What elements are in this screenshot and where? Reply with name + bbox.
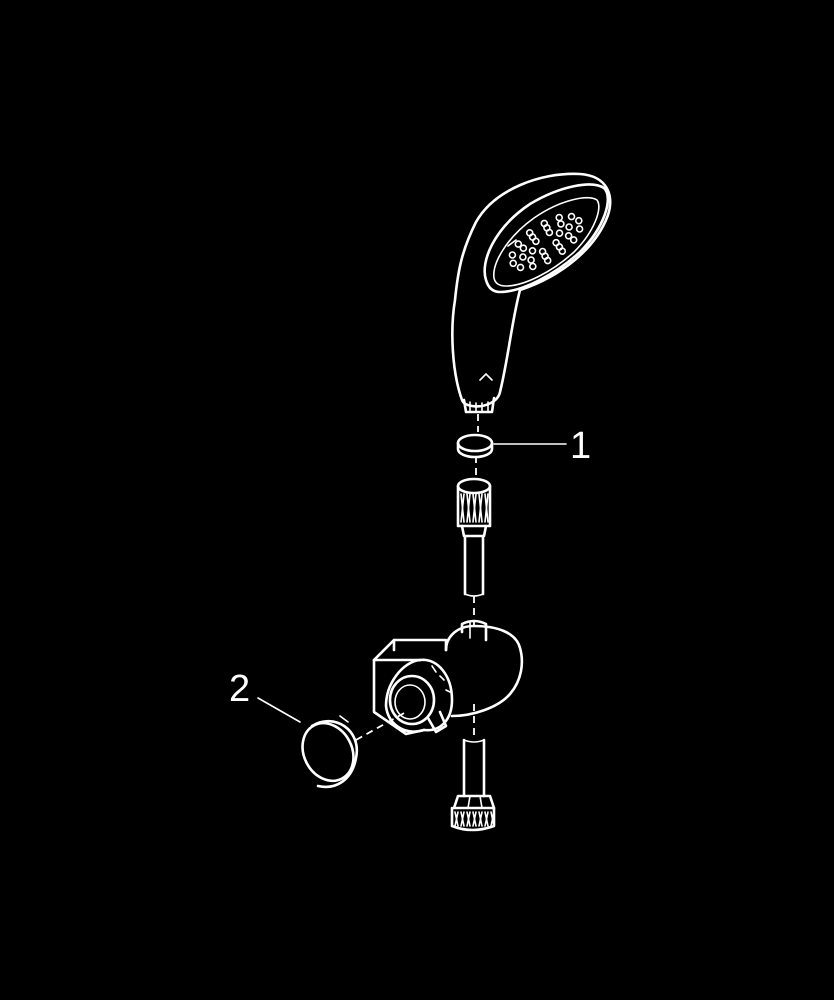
spray-nozzle <box>575 225 584 233</box>
callout-2-leader <box>257 697 301 723</box>
hose-upper <box>456 477 492 597</box>
knurl-line <box>460 493 465 523</box>
knurl-line <box>472 493 477 523</box>
knurl-line <box>466 811 471 827</box>
spray-nozzle <box>557 220 565 228</box>
spray-nozzle <box>567 212 576 221</box>
spray-nozzle <box>514 240 523 248</box>
knurl-line <box>490 811 495 827</box>
spray-nozzle <box>565 223 573 231</box>
spray-nozzle <box>519 244 528 252</box>
spray-nozzle <box>569 236 578 244</box>
knurl-line <box>484 493 489 523</box>
spray-nozzle <box>527 256 535 264</box>
spray-nozzle <box>509 259 518 268</box>
spray-nozzle <box>508 251 517 259</box>
washer <box>456 433 494 459</box>
knurl-line <box>484 811 489 827</box>
spray-nozzle <box>574 216 583 225</box>
hand-shower <box>451 172 612 414</box>
callout-1-label: 1 <box>570 425 592 467</box>
spray-nozzle <box>538 247 547 256</box>
spray-nozzle <box>519 253 527 261</box>
knurl-line <box>460 811 465 827</box>
spray-nozzle <box>552 238 560 247</box>
spray-nozzle <box>528 247 537 255</box>
assembly-axis <box>473 414 479 740</box>
spray-nozzle <box>516 263 525 272</box>
knurl-line <box>478 493 483 523</box>
knurl-line <box>454 811 459 827</box>
spray-nozzle <box>555 229 564 237</box>
callout-2-label: 2 <box>229 668 251 710</box>
knurl-line <box>478 811 483 827</box>
spray-nozzle <box>528 262 537 271</box>
spray-nozzle <box>545 228 554 237</box>
wall-bracket <box>372 619 524 736</box>
knurl-line <box>466 493 471 523</box>
hose-lower <box>450 738 496 832</box>
spray-nozzle <box>555 213 564 222</box>
knurl-line <box>472 811 477 827</box>
spray-nozzle <box>532 237 540 246</box>
spray-nozzles <box>508 212 584 272</box>
cap-axis <box>355 711 407 741</box>
cover-cap <box>301 715 359 789</box>
spray-nozzle <box>564 232 573 240</box>
